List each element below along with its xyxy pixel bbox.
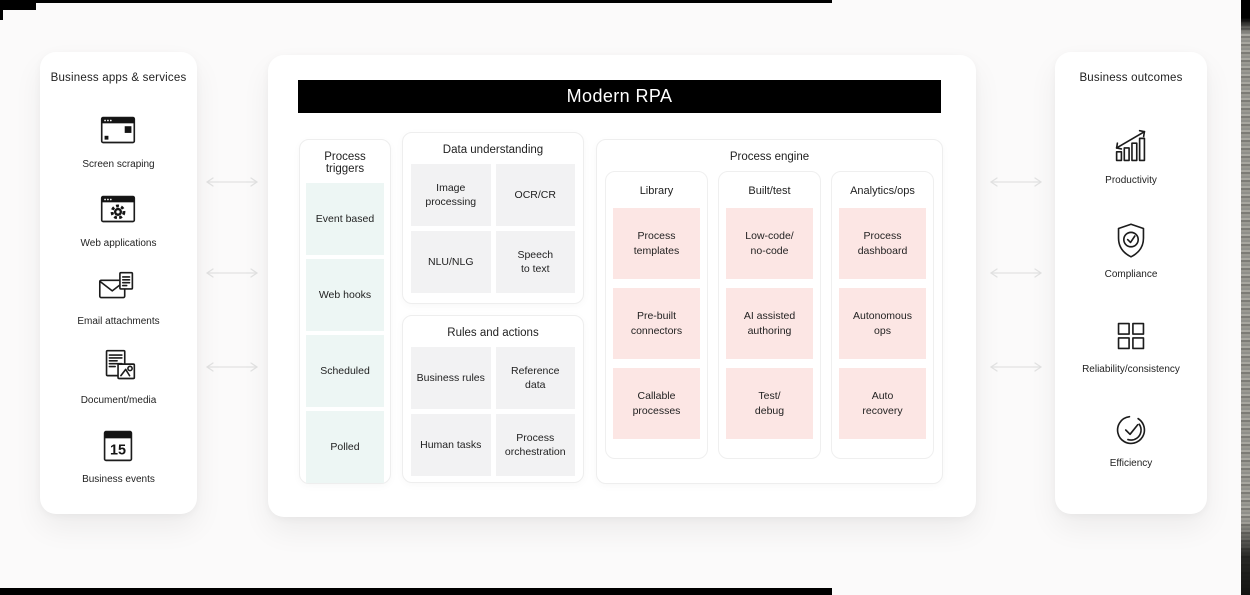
app-item-label: Document/media: [80, 395, 157, 407]
compliance-icon: [1117, 223, 1145, 258]
double-arrow-icon: [990, 268, 1042, 278]
crop-artifact-top-left-corner: [0, 0, 36, 10]
web-applications-icon: [101, 195, 136, 222]
engine-column-analytics-ops: Analytics/ops Process dashboard Autonomo…: [831, 171, 934, 459]
reliability-consistency-icon: [1117, 322, 1145, 350]
engine-tile: Callable processes: [613, 368, 700, 439]
efficiency-icon: [1116, 416, 1146, 445]
trigger-tile: Polled: [306, 411, 384, 483]
outcome-item-reliability-consistency: Reliability/consistency: [1082, 313, 1180, 376]
data-understanding-title: Data understanding: [442, 144, 544, 156]
app-item-label: Web applications: [80, 237, 157, 249]
double-arrow-icon: [206, 177, 258, 187]
process-triggers-card: Process triggers Event based Web hooks S…: [299, 139, 391, 484]
business-apps-panel: Business apps & services Screen scraping: [40, 52, 197, 514]
engine-column-title: Built/test: [748, 185, 791, 197]
rules-actions-tile: Process orchestration: [495, 414, 575, 476]
process-engine-title: Process engine: [729, 151, 810, 163]
email-attachments-icon: [99, 272, 134, 299]
rules-and-actions-title: Rules and actions: [447, 327, 539, 339]
modern-rpa-header: Modern RPA: [298, 80, 941, 113]
rules-actions-tile: Human tasks: [411, 414, 491, 476]
calendar-day-number: 15: [110, 443, 126, 459]
trigger-tile: Scheduled: [306, 335, 384, 407]
crop-artifact-bottom-bar: [0, 588, 832, 595]
process-triggers-title: Process triggers: [324, 151, 366, 175]
app-item-document-media: Document/media: [80, 344, 157, 407]
engine-tile: AI assisted authoring: [726, 288, 813, 359]
rules-actions-tile: Business rules: [411, 347, 491, 409]
engine-column-title: Analytics/ops: [850, 185, 915, 197]
crop-artifact-top-bar: [0, 0, 832, 3]
document-media-icon: [105, 350, 135, 380]
engine-tile: Process templates: [613, 208, 700, 279]
trigger-tile: Event based: [306, 183, 384, 255]
engine-column-title: Library: [639, 185, 674, 197]
outcome-item-label: Productivity: [1105, 174, 1157, 186]
engine-tile: Pre-built connectors: [613, 288, 700, 359]
rules-actions-tile: Reference data: [495, 347, 575, 409]
app-item-email-attachments: Email attachments: [77, 265, 160, 328]
double-arrow-icon: [206, 268, 258, 278]
engine-column-library: Library Process templates Pre-built conn…: [605, 171, 708, 459]
engine-column-built-test: Built/test Low-code/ no-code AI assisted…: [718, 171, 821, 459]
trigger-tile: Web hooks: [306, 259, 384, 331]
engine-tile: Low-code/ no-code: [726, 208, 813, 279]
data-understanding-tile: NLU/NLG: [411, 231, 491, 293]
engine-tile: Autonomous ops: [839, 288, 926, 359]
business-apps-title: Business apps & services: [50, 72, 187, 84]
screen-scraping-icon: [101, 116, 136, 144]
app-item-business-events: 15 Business events: [82, 423, 155, 486]
app-item-label: Screen scraping: [82, 158, 155, 170]
outcome-item-productivity: Productivity: [1105, 124, 1157, 187]
app-item-label: Email attachments: [77, 316, 160, 328]
outcome-item-compliance: Compliance: [1104, 218, 1158, 281]
engine-tile: Auto recovery: [839, 368, 926, 439]
business-events-icon: 15: [104, 430, 133, 462]
rules-and-actions-card: Rules and actions Business rules Referen…: [402, 315, 584, 483]
business-outcomes-title: Business outcomes: [1079, 72, 1183, 84]
business-outcomes-panel: Business outcomes Productivity: [1055, 52, 1207, 514]
productivity-icon: [1115, 129, 1146, 161]
app-item-web-applications: Web applications: [80, 187, 157, 250]
data-understanding-tile: OCR/CR: [495, 164, 575, 226]
double-arrow-icon: [206, 362, 258, 372]
engine-tile: Process dashboard: [839, 208, 926, 279]
crop-artifact-left-edge: [0, 0, 3, 20]
outcome-item-label: Compliance: [1104, 269, 1158, 281]
engine-tile: Test/ debug: [726, 368, 813, 439]
business-outcomes-list: Productivity Compliance Reliability/cons…: [1055, 92, 1207, 502]
process-engine-card: Process engine Library Process templates…: [596, 139, 943, 484]
double-arrow-icon: [990, 362, 1042, 372]
modern-rpa-panel: Modern RPA Process triggers Event based …: [268, 55, 976, 517]
data-understanding-tile: Speech to text: [495, 231, 575, 293]
business-apps-list: Screen scraping Web applications: [40, 92, 197, 502]
outcome-item-label: Reliability/consistency: [1082, 363, 1180, 375]
double-arrow-icon: [990, 177, 1042, 187]
outcome-item-efficiency: Efficiency: [1108, 407, 1154, 470]
outcome-item-label: Efficiency: [1109, 458, 1153, 470]
app-item-label: Business events: [82, 474, 155, 486]
crop-artifact-right-strip: [1241, 0, 1250, 595]
data-understanding-tile: Image processing: [411, 164, 491, 226]
data-understanding-card: Data understanding Image processing OCR/…: [402, 132, 584, 304]
app-item-screen-scraping: Screen scraping: [82, 108, 155, 171]
